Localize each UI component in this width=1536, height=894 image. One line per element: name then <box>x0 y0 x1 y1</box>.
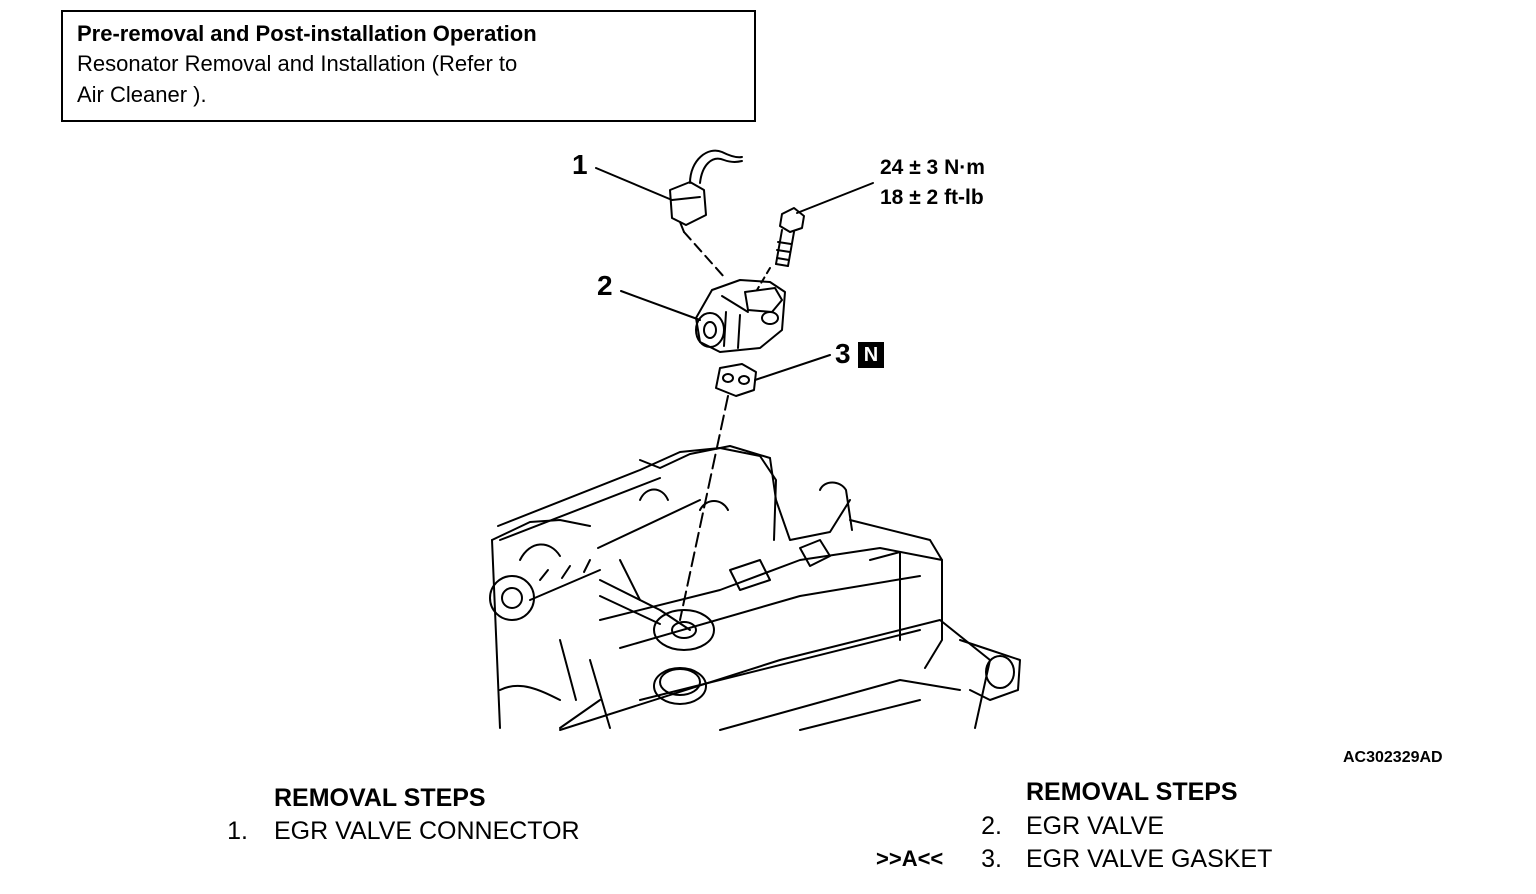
note-line-2: Air Cleaner ). <box>77 82 207 107</box>
figure-id: AC302329AD <box>1343 749 1443 766</box>
egr-valve-connector-drawing <box>669 149 743 279</box>
torque-metric: 24 ± 3 N·m <box>880 156 985 179</box>
step-number: 3. <box>981 845 1002 873</box>
note-title: Pre-removal and Post-installation Operat… <box>77 21 537 46</box>
leader-line-2 <box>620 290 701 321</box>
callout-2: 2 <box>597 270 613 301</box>
callout-1: 1 <box>572 149 588 180</box>
egr-valve-drawing <box>695 279 786 353</box>
step-label: EGR VALVE GASKET <box>1026 845 1273 873</box>
removal-steps-heading-right: REMOVAL STEPS <box>1026 778 1238 806</box>
procedure-marker-a: >>A<< <box>876 846 944 871</box>
step-number: 1. <box>227 817 248 845</box>
egr-valve-gasket-drawing <box>679 363 757 621</box>
removal-steps-heading-left: REMOVAL STEPS <box>274 784 486 812</box>
leader-line-3 <box>754 354 831 381</box>
torque-imperial: 18 ± 2 ft-lb <box>880 186 984 209</box>
step-label: EGR VALVE <box>1026 812 1165 840</box>
step-label: EGR VALVE CONNECTOR <box>274 817 580 845</box>
callout-3: 3 <box>835 338 851 369</box>
step-number: 2. <box>981 812 1002 840</box>
non-reusable-badge: N <box>858 342 884 368</box>
mounting-bolt-drawing <box>756 207 805 291</box>
leader-line-torque <box>796 182 874 214</box>
note-line-1: Resonator Removal and Installation (Refe… <box>77 51 518 76</box>
pre-removal-note: Pre-removal and Post-installation Operat… <box>61 10 756 122</box>
leader-line-1 <box>595 167 673 201</box>
engine-drawing <box>489 445 1021 731</box>
